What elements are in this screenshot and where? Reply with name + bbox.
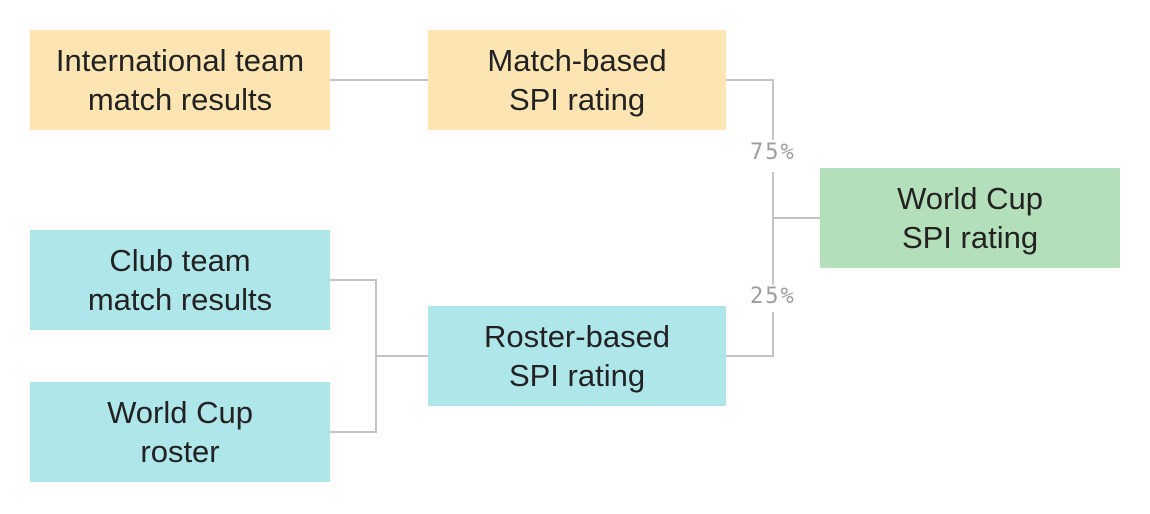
connector-club-to-roster <box>330 279 377 433</box>
club-team-match-results-box: Club team match results <box>30 230 330 330</box>
match-based-spi-rating-box: Match-based SPI rating <box>428 30 726 130</box>
match-based-weight-label: 75% <box>750 140 796 165</box>
roster-based-spi-rating-box: Roster-based SPI rating <box>428 306 726 406</box>
international-team-match-results-box: International team match results <box>30 30 330 130</box>
world-cup-spi-rating-box: World Cup SPI rating <box>820 168 1120 268</box>
connector-match-to-world-cup <box>726 79 774 140</box>
connector-roster-to-world-cup <box>726 312 774 357</box>
world-cup-roster-box: World Cup roster <box>30 382 330 482</box>
roster-based-weight-label: 25% <box>750 284 796 309</box>
